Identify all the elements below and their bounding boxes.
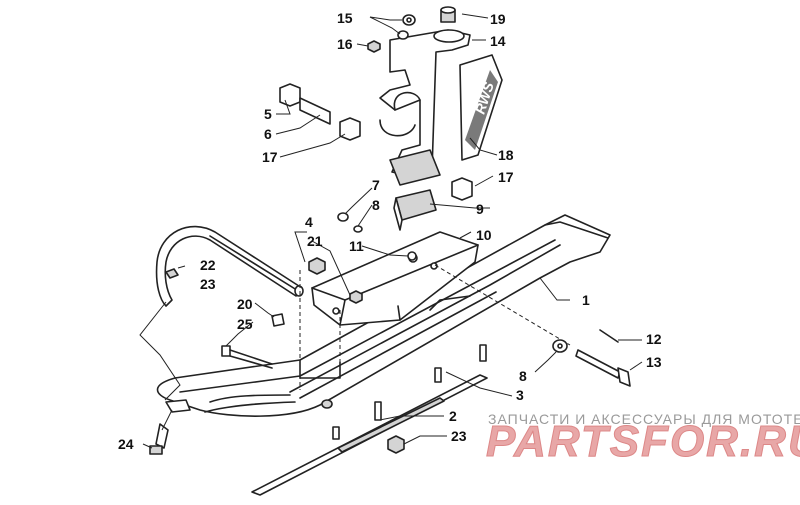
callout-2: 2 bbox=[449, 408, 457, 424]
watermark-tagline: ЗАПЧАСТИ И АКСЕССУАРЫ ДЛЯ МОТОТЕХНИКИ bbox=[488, 411, 800, 427]
decal-part: RWS bbox=[459, 54, 503, 161]
watermark: ЗАПЧАСТИ И АКСЕССУАРЫ ДЛЯ МОТОТЕХНИКИ PA… bbox=[486, 411, 800, 467]
callout-17-left: 17 bbox=[262, 149, 278, 165]
callout-10: 10 bbox=[476, 227, 492, 243]
callout-15: 15 bbox=[337, 10, 353, 26]
callout-3: 3 bbox=[516, 387, 524, 403]
callout-16: 16 bbox=[337, 36, 353, 52]
leader-lines bbox=[139, 13, 643, 449]
callout-13: 13 bbox=[646, 354, 662, 370]
watermark-brand: PARTSFOR.RU bbox=[486, 417, 800, 466]
callout-9: 9 bbox=[476, 201, 484, 217]
callout-4: 4 bbox=[305, 214, 313, 230]
callout-1: 1 bbox=[582, 292, 590, 308]
callout-11: 11 bbox=[349, 238, 364, 254]
callout-23-lower: 23 bbox=[451, 428, 467, 444]
callout-24: 24 bbox=[118, 436, 134, 452]
spindle-part bbox=[379, 29, 471, 186]
callout-22: 22 bbox=[200, 257, 216, 273]
callout-12: 12 bbox=[646, 331, 662, 347]
callout-21: 21 bbox=[307, 233, 323, 249]
callout-18: 18 bbox=[498, 147, 514, 163]
callout-19: 19 bbox=[490, 11, 506, 27]
callout-8-upper: 8 bbox=[372, 197, 380, 213]
callout-17-right: 17 bbox=[498, 169, 514, 185]
callout-labels: 1 2 3 4 5 6 7 8 8 9 10 11 12 13 14 15 16… bbox=[118, 10, 662, 452]
callout-25: 25 bbox=[237, 316, 253, 332]
handle-part bbox=[155, 225, 304, 307]
callout-6: 6 bbox=[264, 126, 272, 142]
wear-bar-part bbox=[251, 344, 488, 496]
callout-20: 20 bbox=[237, 296, 253, 312]
callout-23-upper: 23 bbox=[200, 276, 216, 292]
skag-part bbox=[289, 244, 561, 399]
hardware-parts bbox=[149, 6, 631, 455]
callout-5: 5 bbox=[264, 106, 272, 122]
callout-8-lower: 8 bbox=[519, 368, 527, 384]
callout-7: 7 bbox=[372, 177, 380, 193]
callout-14: 14 bbox=[490, 33, 506, 49]
